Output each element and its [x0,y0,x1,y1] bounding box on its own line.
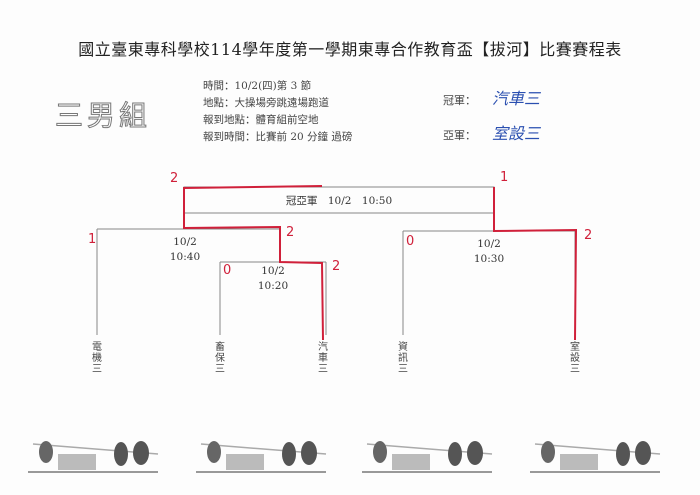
final-match-label: 冠亞軍 10/2 10:50 [285,195,393,207]
team-label: 資訊三 [398,342,408,375]
winner-path [183,185,578,341]
tug-of-war-image [361,440,493,473]
tug-of-war-image [27,440,159,473]
score-semi-right-b: 2 [584,228,593,243]
champion-label: 冠軍： [443,94,476,107]
score-final-right: 1 [500,170,509,185]
tug-of-war-image [529,440,661,473]
team-label: 室設三 [570,342,580,375]
page-title: 國立臺東專科學校114學年度第一學期東專合作教育盃【拔河】比賽賽程表 [78,40,622,59]
champion-value: 汽車三 [492,89,541,108]
info-checkin-place: 報到地點：體育組前空地 [203,114,319,126]
score-first-b: 2 [332,259,341,274]
semi-left-time: 10:40 [169,251,201,263]
info-checkin-time: 報到時間：比賽前 20 分鐘 過磅 [203,131,353,143]
semi-right-date: 10/2 [477,238,501,250]
score-semi-right-a: 0 [406,234,415,249]
group-label: 三男組 [54,99,152,133]
info-time: 時間：10/2(四)第 3 節 [203,80,312,92]
score-first-a: 0 [223,263,232,278]
team-label: 汽車三 [318,342,328,375]
semi-right-time: 10:30 [473,253,505,265]
first-left-date: 10/2 [261,265,285,277]
tug-of-war-image [195,440,327,473]
semi-left-date: 10/2 [173,236,197,248]
runnerup-value: 室設三 [492,124,541,143]
team-label: 電機三 [92,342,102,375]
team-label: 畜保三 [215,342,225,375]
runnerup-label: 亞軍： [443,129,476,142]
info-place: 地點：大操場旁跳遠場跑道 [203,97,329,109]
score-semi-left-a: 1 [88,232,97,247]
first-left-time: 10:20 [257,280,289,292]
score-semi-left-b: 2 [286,225,295,240]
score-final-left: 2 [170,171,179,186]
